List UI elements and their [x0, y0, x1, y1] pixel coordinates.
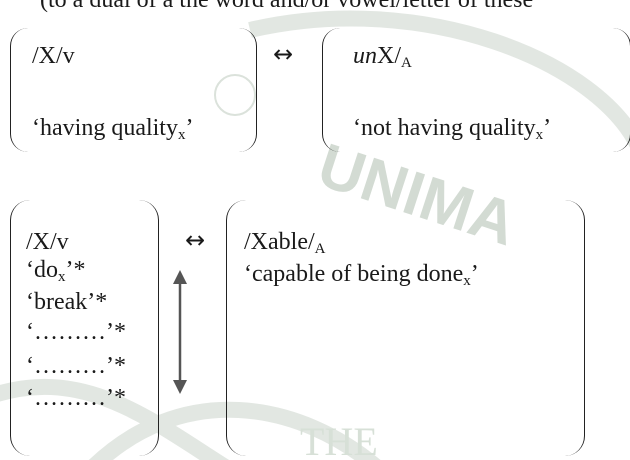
watermark-text-2: THE	[300, 419, 378, 460]
bracket-left-2b	[226, 200, 249, 456]
block2-left-line-1: ‘dox’*	[26, 257, 86, 285]
block2-left-line-3: ‘………’*	[26, 319, 126, 345]
block1-right-form: unX/A	[353, 43, 412, 71]
block2-left-line-4: ‘………’*	[26, 353, 126, 379]
bidirectional-arrow-icon: ↔	[273, 40, 294, 68]
watermark-text: UNIMA	[310, 131, 525, 259]
block2-right-form: /Xable/A	[244, 229, 326, 257]
bracket-left-1a	[10, 28, 29, 152]
bracket-right-2b	[562, 200, 585, 456]
block2-left-form: /X/v	[26, 229, 69, 255]
bidirectional-arrow-icon: ↔	[185, 226, 206, 254]
bracket-right-2a	[136, 200, 159, 456]
gloss-subscript: x	[177, 127, 186, 143]
block1-left-gloss: ‘having qualityx’	[32, 115, 194, 143]
gloss-end: ’	[543, 115, 552, 141]
bracket-left-2a	[10, 200, 33, 456]
form-text: X/	[377, 43, 401, 69]
block1-right-gloss: ‘not having qualityx’	[353, 115, 552, 143]
top-text-fragment: (to a dual of a the word and/or vowel/le…	[40, 0, 534, 13]
vertical-double-arrow-icon	[173, 270, 187, 394]
block2-right-gloss: ‘capable of being donex’	[244, 261, 479, 289]
bracket-right-1b	[612, 28, 630, 152]
bracket-left-1b	[322, 28, 341, 152]
gloss-subscript: x	[535, 127, 544, 143]
form-prefix-italic: un	[353, 43, 377, 69]
bracket-right-1a	[238, 28, 257, 152]
block2-left-line-5: ‘………’*	[26, 385, 126, 411]
form-subscript: A	[401, 55, 412, 71]
block2-left-line-2: ‘break’*	[26, 289, 108, 315]
block1-left-form: /X/v	[32, 43, 75, 69]
gloss-end: ’	[185, 115, 194, 141]
gloss-text: ‘having quality	[32, 115, 178, 141]
gloss-text: ‘not having quality	[353, 115, 536, 141]
